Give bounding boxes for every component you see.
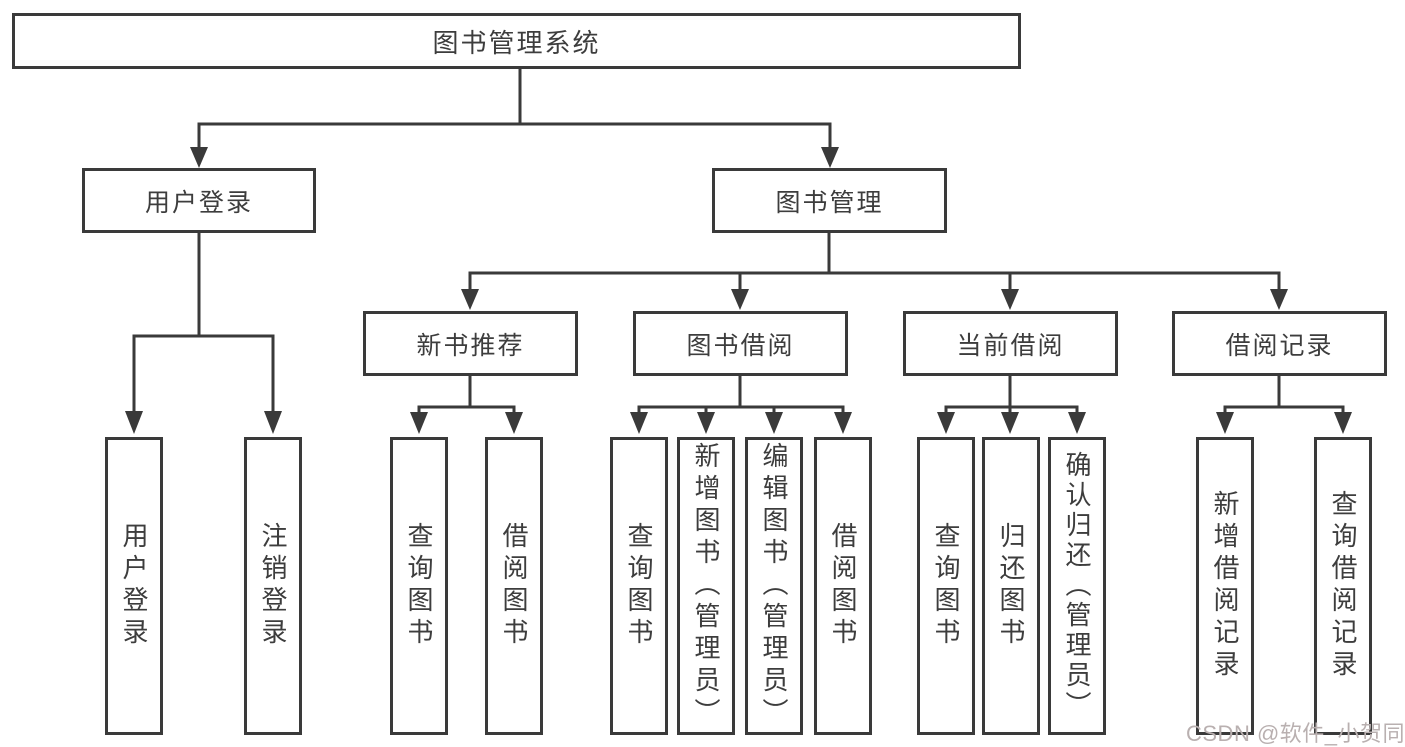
node-borrowing-records: 借阅记录 <box>1172 311 1387 376</box>
node-current-borrowing: 当前借阅 <box>903 311 1118 376</box>
connectors-borrowing-records <box>1216 373 1352 434</box>
leaf-confirm-return-admin: 确认归还（管理员） <box>1048 437 1106 735</box>
leaf-query-books-borrow: 查询图书 <box>610 437 668 735</box>
node-book-management: 图书管理 <box>712 168 947 233</box>
leaf-logout: 注销登录 <box>244 437 302 735</box>
node-root: 图书管理系统 <box>12 13 1021 69</box>
connectors-current-borrowing <box>937 373 1086 434</box>
node-user-login: 用户登录 <box>82 168 316 233</box>
node-new-book-recommend: 新书推荐 <box>363 311 578 376</box>
leaf-edit-book-admin: 编辑图书（管理员） <box>745 437 803 735</box>
connectors-root <box>190 66 839 168</box>
leaf-query-borrow-record: 查询借阅记录 <box>1314 437 1372 735</box>
leaf-borrow-books: 借阅图书 <box>814 437 872 735</box>
leaf-user-login: 用户登录 <box>105 437 163 735</box>
leaf-borrow-books-recommend: 借阅图书 <box>485 437 543 735</box>
leaf-query-books-recommend: 查询图书 <box>390 437 448 735</box>
leaf-query-books-current: 查询图书 <box>917 437 975 735</box>
connectors-user-login <box>125 231 282 434</box>
connectors-book-borrowing <box>630 373 852 434</box>
leaf-add-borrow-record: 新增借阅记录 <box>1196 437 1254 735</box>
connectors-book-management <box>461 231 1288 310</box>
node-book-borrowing: 图书借阅 <box>633 311 848 376</box>
leaf-add-book-admin: 新增图书（管理员） <box>677 437 735 735</box>
leaf-return-book: 归还图书 <box>982 437 1040 735</box>
connectors-new-book-recommend <box>410 373 523 434</box>
watermark: CSDN @软件_小贺同学 <box>1186 721 1405 746</box>
